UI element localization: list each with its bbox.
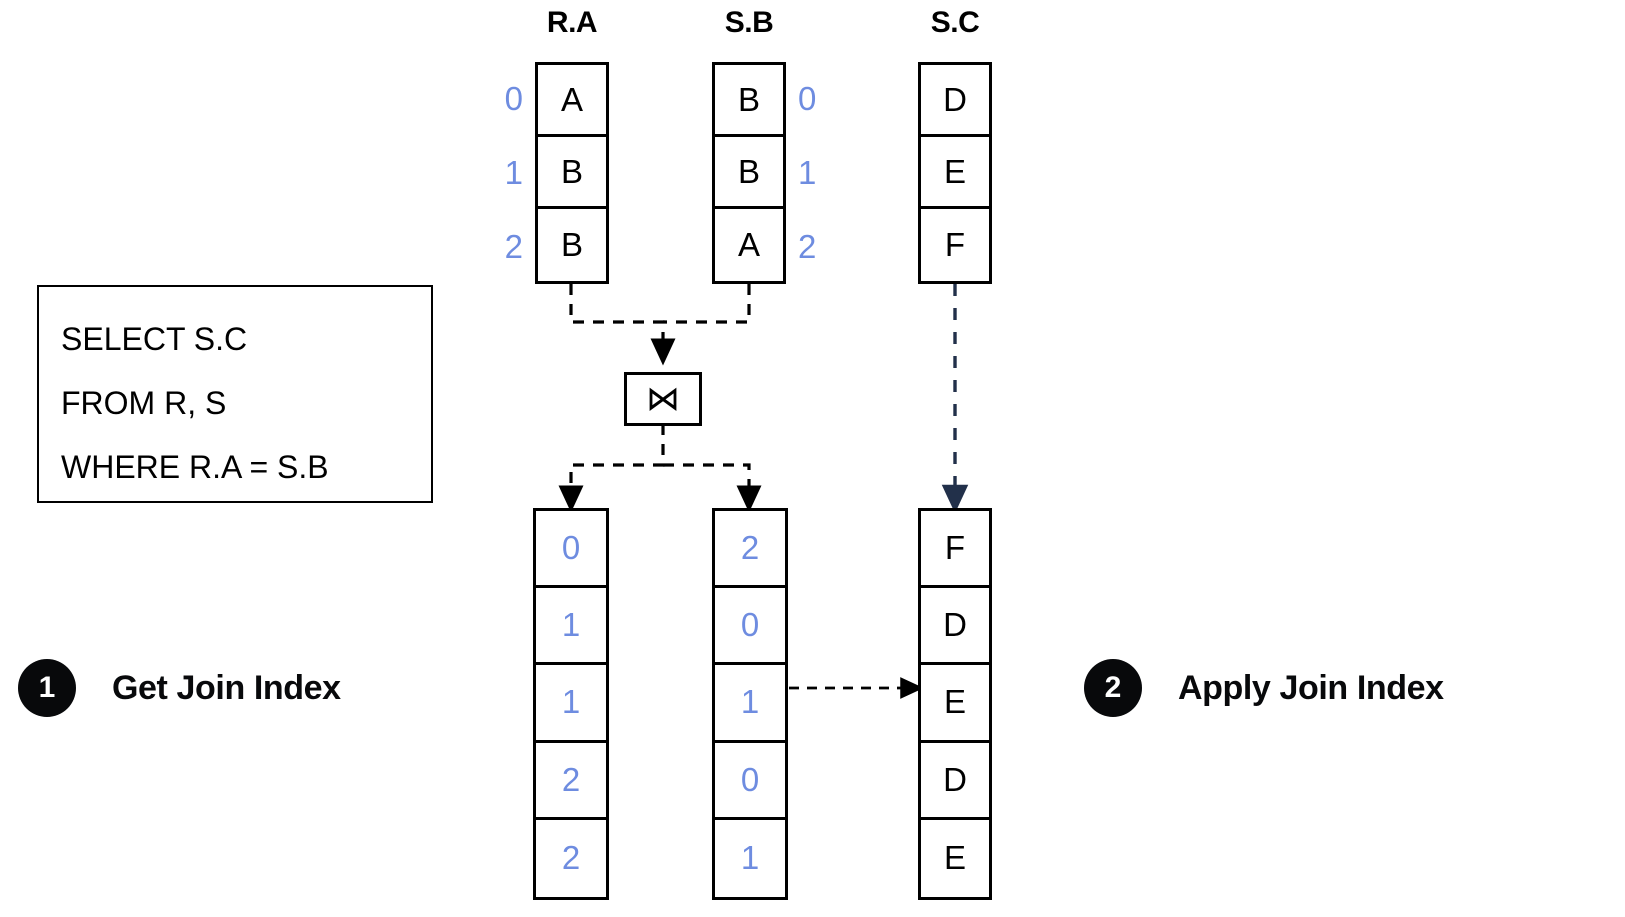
table-cell: B <box>715 137 783 209</box>
table-cell: F <box>921 511 989 589</box>
table-cell: E <box>921 137 989 209</box>
step-one-badge: 1 <box>18 659 76 717</box>
column-header-s-b: S.B <box>724 6 774 39</box>
index-label: 1 <box>798 154 817 191</box>
sql-query-box: SELECT S.C FROM R, S WHERE R.A = S.B <box>37 285 433 503</box>
table-s-b: B B A <box>712 62 786 284</box>
table-cell: B <box>538 209 606 281</box>
step-two-badge: 2 <box>1084 659 1142 717</box>
join-index-left: 0 1 1 2 2 <box>533 508 609 900</box>
table-cell: D <box>921 742 989 820</box>
wire-ra-to-join <box>569 284 676 366</box>
step-one: 1 Get Join Index <box>18 659 341 717</box>
step-two-label: Apply Join Index <box>1178 668 1444 707</box>
table-cell: E <box>921 665 989 743</box>
column-header-s-c: S.C <box>930 6 980 39</box>
table-cell: 0 <box>715 588 785 666</box>
table-cell: 2 <box>715 511 785 589</box>
table-cell: F <box>921 209 989 281</box>
index-label: 2 <box>798 228 817 265</box>
wire-join-to-left-index <box>558 424 665 513</box>
table-cell: A <box>538 65 606 137</box>
table-cell: 0 <box>536 511 606 589</box>
table-cell: 1 <box>715 819 785 897</box>
table-cell: 1 <box>536 588 606 666</box>
table-r-a: A B B <box>535 62 609 284</box>
table-cell: 1 <box>715 665 785 743</box>
table-cell: B <box>538 137 606 209</box>
table-cell: B <box>715 65 783 137</box>
table-cell: E <box>921 819 989 897</box>
step-one-label: Get Join Index <box>112 668 341 707</box>
join-operator-box: ⋈ <box>624 372 702 426</box>
join-index-right: 2 0 1 0 1 <box>712 508 788 900</box>
sql-line: SELECT S.C <box>61 321 248 357</box>
table-cell: D <box>921 65 989 137</box>
table-cell: 0 <box>715 742 785 820</box>
index-label: 1 <box>504 154 523 191</box>
table-cell: D <box>921 588 989 666</box>
step-two: 2 Apply Join Index <box>1084 659 1444 717</box>
result-s-c: F D E D E <box>918 508 992 900</box>
wire-sb-to-join <box>663 284 751 324</box>
index-label: 0 <box>504 80 523 117</box>
table-s-c: D E F <box>918 62 992 284</box>
column-header-r-a: R.A <box>546 6 598 39</box>
index-label: 0 <box>798 80 817 117</box>
index-gutter-s-b: 0 1 2 <box>786 62 851 284</box>
table-cell: 2 <box>536 819 606 897</box>
table-cell: 1 <box>536 665 606 743</box>
sql-line: FROM R, S <box>61 385 227 421</box>
table-cell: A <box>715 209 783 281</box>
index-gutter-r-a: 0 1 2 <box>470 62 535 284</box>
sql-line: WHERE R.A = S.B <box>61 449 329 485</box>
table-cell: 2 <box>536 742 606 820</box>
join-bowtie-icon: ⋈ <box>646 380 680 418</box>
index-label: 2 <box>504 228 523 265</box>
wire-join-to-right-index <box>663 463 762 513</box>
